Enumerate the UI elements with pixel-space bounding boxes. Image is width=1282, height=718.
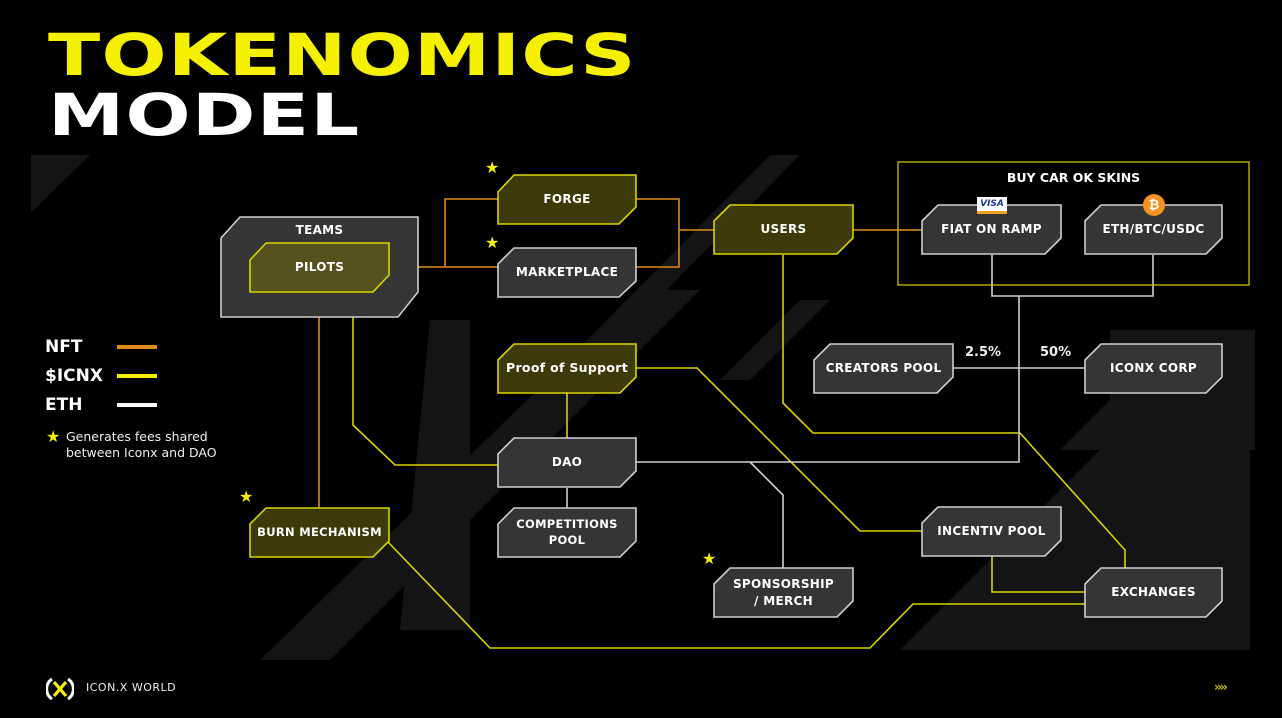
visa-icon: VISA xyxy=(977,197,1007,214)
legend-swatch-nft xyxy=(117,345,157,349)
star-icon-marketplace: ★ xyxy=(485,233,500,252)
node-creators-pool[interactable]: CREATORS POOL xyxy=(825,361,942,376)
background-decoration xyxy=(31,155,1255,660)
iconx-logo-icon xyxy=(46,677,74,701)
iconx-corp-percentage: 50% xyxy=(1040,345,1072,360)
node-competitions-pool[interactable]: COMPETITIONS POOL xyxy=(516,516,618,547)
star-icon-forge: ★ xyxy=(485,158,500,177)
node-eth-btc-usdc[interactable]: ETH/BTC/USDC xyxy=(1102,222,1205,237)
legend-swatch-eth xyxy=(117,403,157,407)
eth-lines xyxy=(566,255,1154,568)
node-teams: TEAMS xyxy=(295,222,344,237)
title-line-2: MODEL xyxy=(48,81,361,149)
star-icon: ★ xyxy=(46,427,61,446)
node-iconx-corp[interactable]: ICONX CORP xyxy=(1110,361,1197,376)
node-dao[interactable]: DAO xyxy=(551,455,583,470)
node-sponsorship-merch[interactable]: SPONSORSHIP / MERCH xyxy=(732,577,834,608)
star-icon-burn-mechanism: ★ xyxy=(239,487,254,506)
icnx-lines xyxy=(352,255,1126,649)
legend-item-nft: NFT xyxy=(45,337,157,357)
buy-skins-group-outline xyxy=(897,161,1250,286)
node-incentiv-pool[interactable]: INCENTIV POOL xyxy=(937,524,1046,539)
bitcoin-icon: ₿ xyxy=(1143,194,1165,216)
node-shapes xyxy=(220,174,1223,618)
buy-skins-group-label: BUY CAR OK SKINS xyxy=(1006,170,1141,185)
node-pilots[interactable]: PILOTS xyxy=(294,260,345,275)
legend-item-eth: ETH xyxy=(45,395,157,415)
legend-swatch-icnx xyxy=(117,374,157,378)
node-forge[interactable]: FORGE xyxy=(543,192,591,207)
legend-item-icnx: $ICNX xyxy=(45,366,157,386)
title-line-1: TOKENOMICS xyxy=(48,21,637,89)
node-burn-mechanism[interactable]: BURN MECHANISM xyxy=(257,524,382,539)
node-users[interactable]: USERS xyxy=(760,222,807,237)
node-exchanges[interactable]: EXCHANGES xyxy=(1111,585,1196,600)
legend-star-note: Generates fees shared between Iconx and … xyxy=(66,429,217,460)
node-proof-of-support[interactable]: Proof of Support xyxy=(506,360,628,376)
footer-brand: ICON.X WORLD xyxy=(86,681,177,694)
node-fiat-on-ramp[interactable]: FIAT ON RAMP xyxy=(941,222,1042,237)
node-marketplace[interactable]: MARKETPLACE xyxy=(515,265,619,280)
creators-pool-percentage: 2.5% xyxy=(965,345,1002,360)
star-icon-sponsorship: ★ xyxy=(702,549,717,568)
next-arrows-icon[interactable]: ›››› xyxy=(1214,680,1228,694)
